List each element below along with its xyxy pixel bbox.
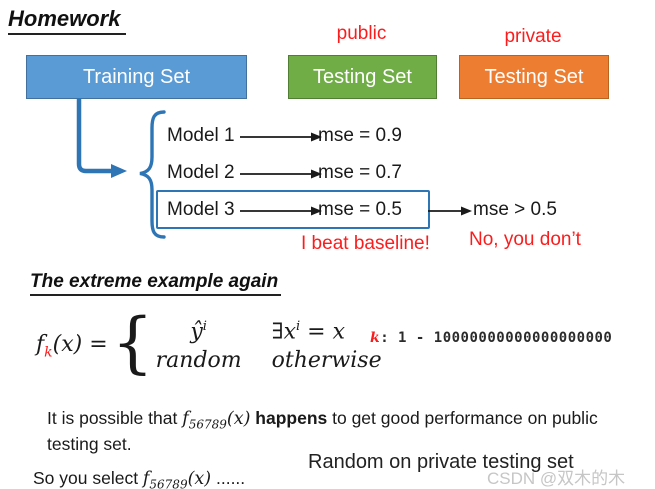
model-2-label: Model 2 [167,162,235,183]
beat-baseline-callout: I beat baseline! [301,233,430,254]
brace-glyph: { [111,304,154,381]
no-you-dont-callout: No, you don’t [469,229,581,250]
public-label: public [336,23,387,44]
possible-paragraph: It is possible that f56789(x) happens to… [47,407,598,454]
public-testing-set-box: Testing Set [288,55,437,99]
model-2-mse: mse = 0.7 [318,162,402,183]
training-set-box: Training Set [26,55,247,99]
model-3-mse: mse = 0.5 [318,199,402,220]
f56789-math: f56789(x) [142,468,212,489]
section-title: The extreme example again [30,271,282,296]
model-1-label: Model 1 [167,125,235,146]
case-formula: fk(x) = { ŷi ∃xi = x random otherwise [36,310,382,382]
watermark: CSDN @双木的木 [487,469,626,488]
private-testing-set-box: Testing Set [459,55,609,99]
private-label: private [504,26,562,47]
formula-cases: ŷi ∃xi = x random otherwise [156,319,382,373]
page-title: Homework [8,6,127,35]
model-1-mse: mse = 0.9 [318,125,402,146]
case1-condition: ∃xi = x [271,318,345,345]
blue-arrowhead-icon [111,164,127,178]
random-private-note: Random on private testing set [308,451,574,473]
public-testing-set-label: Testing Set [313,65,412,88]
select-paragraph: So you select f56789(x) ...... [33,467,246,489]
case2-value: random [155,348,242,374]
case2-condition: otherwise [271,348,382,374]
private-testing-set-label: Testing Set [484,65,584,88]
training-set-label: Training Set [82,65,191,88]
k-range-note: k: 1 - 10000000000000000000 [370,330,613,346]
f56789-math: f56789(x) [182,408,251,432]
case1-value: ŷi [190,318,207,345]
model-3-label: Model 3 [167,199,235,220]
arrow-icon [240,169,322,179]
arrow-icon [240,206,322,216]
arrow-icon [240,132,322,142]
arrow-icon [428,206,472,216]
private-mse-result: mse > 0.5 [473,199,557,220]
model3-highlight-box [156,190,430,229]
formula-lhs: fk(x) = [36,331,108,361]
